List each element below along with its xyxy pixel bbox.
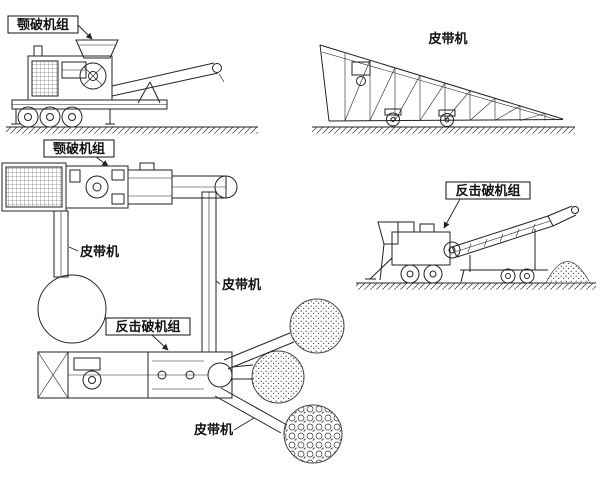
stockpile-mound bbox=[545, 261, 591, 284]
impact-crusher-plan-view bbox=[37, 351, 233, 399]
stockpile-left bbox=[37, 274, 107, 344]
ground-hatch bbox=[312, 127, 575, 134]
label-jaw-unit-plan: 颚破机组 bbox=[43, 139, 115, 167]
feeder-grid bbox=[5, 166, 63, 208]
belt-conveyor-middle bbox=[201, 191, 217, 353]
label-belt-conveyor-middle: 皮带机 bbox=[215, 277, 261, 292]
belt-conveyor-down-right bbox=[214, 387, 288, 434]
feed-hopper bbox=[75, 39, 119, 59]
belt-conveyor-right bbox=[231, 364, 254, 380]
ground-hatch bbox=[6, 127, 258, 134]
flywheel bbox=[443, 241, 461, 259]
stockpile-bottom bbox=[283, 404, 343, 464]
label-impact-unit-side-text: 反击破机组 bbox=[455, 183, 520, 198]
stockpile-top bbox=[289, 298, 345, 354]
belt-conveyor-up-right bbox=[223, 332, 295, 370]
label-belt-conveyor-left-text: 皮带机 bbox=[79, 244, 119, 259]
label-impact-unit-plan: 反击破机组 bbox=[105, 317, 191, 351]
discharge-conveyor bbox=[111, 62, 215, 87]
label-belt-conveyor-middle-text: 皮带机 bbox=[221, 277, 261, 292]
label-impact-unit-side: 反击破机组 bbox=[443, 181, 531, 229]
belt-conveyor-left bbox=[53, 210, 69, 278]
label-jaw-unit-plan-text: 颚破机组 bbox=[53, 141, 105, 156]
flywheel bbox=[79, 62, 107, 90]
ground-hatch bbox=[356, 283, 596, 290]
jaw-crusher-side-view bbox=[6, 39, 258, 134]
label-belt-conveyor-bottom: 皮带机 bbox=[193, 417, 255, 437]
belt-conveyor-side-view bbox=[312, 44, 575, 134]
label-jaw-unit-side-text: 颚破机组 bbox=[17, 17, 69, 32]
label-belt-conveyor-left: 皮带机 bbox=[68, 244, 119, 259]
label-belt-conveyor-bottom-text: 皮带机 bbox=[193, 422, 233, 437]
rotor bbox=[82, 370, 102, 390]
label-belt-conveyor-top: 皮带机 bbox=[427, 31, 467, 46]
stockpile-middle bbox=[251, 350, 305, 404]
feed-hopper bbox=[377, 221, 399, 245]
drive-unit bbox=[351, 61, 371, 76]
crusher-shaft bbox=[85, 175, 109, 199]
jaw-crusher-plan-view bbox=[1, 162, 238, 212]
label-jaw-unit-side: 颚破机组 bbox=[7, 15, 93, 40]
impact-crusher-side-view bbox=[356, 205, 596, 290]
label-impact-unit-plan-text: 反击破机组 bbox=[115, 319, 180, 334]
